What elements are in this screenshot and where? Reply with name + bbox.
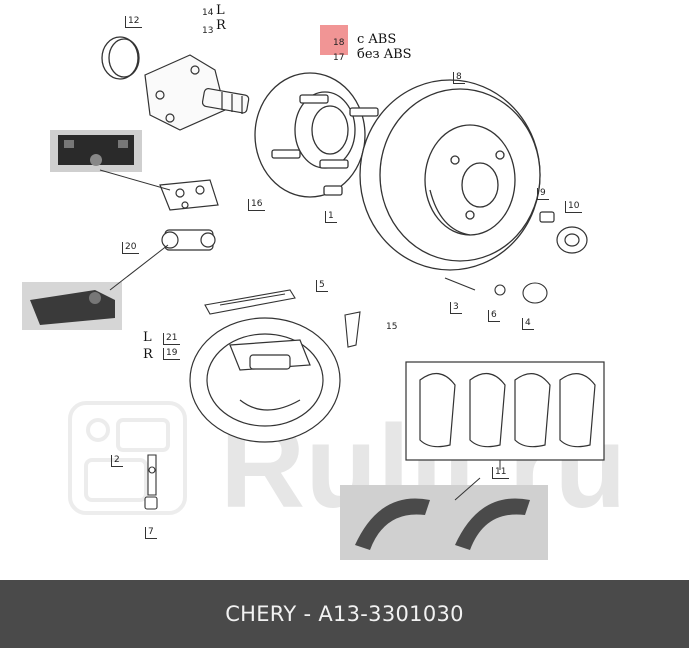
callout-8: 8: [453, 72, 465, 84]
callout-6: 6: [488, 310, 500, 322]
leader-line: [454, 477, 481, 501]
diagram-svg: Rulli.ru: [22, 36, 626, 560]
side-label-l-top: L: [216, 3, 225, 18]
callout-10: 10: [565, 201, 583, 213]
callout-4: 4: [522, 318, 534, 330]
leader-line: [99, 169, 171, 191]
callout-1: 1: [325, 211, 337, 223]
leader-line: [109, 244, 169, 291]
pin-7: [144, 496, 158, 510]
wheel-hub: [254, 72, 379, 198]
callout-7: 7: [145, 527, 157, 539]
photo-brake-shoes: [340, 485, 548, 560]
wheel-cylinder-parts: [159, 179, 219, 211]
callout-9: 9: [537, 188, 549, 200]
adjuster-bar: [204, 289, 296, 315]
brake-backing-plate: [189, 317, 341, 443]
callout-5: 5: [316, 280, 328, 292]
bolt-and-bearing: [539, 211, 588, 254]
callout-17: 17: [333, 53, 345, 63]
photo-cylinder-top: [50, 130, 142, 172]
side-label-r-top: R: [216, 18, 226, 33]
callout-18: 18: [333, 38, 345, 48]
lever-15: [344, 311, 361, 348]
spring-2: [147, 454, 157, 496]
exploded-parts-diagram: Rulli.ru: [22, 3, 626, 560]
callout-14: 14: [202, 8, 214, 18]
photo-cylinder-side: [22, 282, 122, 330]
callout-13: 13: [202, 26, 214, 36]
callout-12: 12: [125, 16, 143, 28]
wheel-cylinder: [161, 229, 216, 251]
callout-2: 2: [111, 455, 123, 467]
legend-abs: с ABS: [357, 32, 397, 47]
callout-21: 21: [163, 333, 181, 345]
footer-bar: CHERY - A13-3301030: [0, 580, 689, 648]
side-label-l-bottom: L: [143, 330, 152, 345]
callout-16: 16: [248, 199, 266, 211]
legend-highlight: [320, 25, 348, 55]
footer-caption: CHERY - A13-3301030: [225, 602, 464, 626]
callout-19: 19: [163, 348, 181, 360]
brake-drum: [359, 79, 541, 271]
brake-shoes-set: [405, 361, 605, 461]
legend-no-abs: без ABS: [357, 47, 412, 62]
callout-20: 20: [122, 242, 140, 254]
callout-3: 3: [450, 302, 462, 314]
callout-11: 11: [492, 467, 510, 479]
callout-15: 15: [386, 322, 398, 332]
side-label-r-bottom: R: [143, 347, 153, 362]
dust-cap: [101, 36, 140, 80]
hub-spindle: [144, 54, 250, 131]
small-hardware: [444, 277, 548, 304]
watermark-logo: [68, 401, 187, 515]
